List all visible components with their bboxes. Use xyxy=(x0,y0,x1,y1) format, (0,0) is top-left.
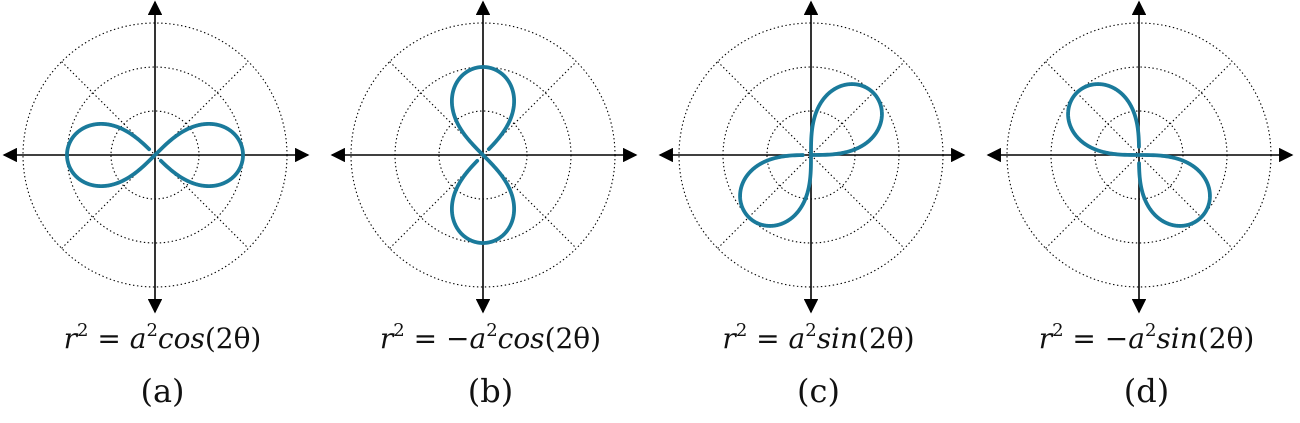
caption-c: (c) xyxy=(797,372,840,410)
polar-plot-b xyxy=(330,0,638,314)
polar-plot-c xyxy=(658,0,966,314)
polar-plot-d xyxy=(986,0,1294,314)
equation-a: r2 = a2cos(2θ) xyxy=(63,320,262,356)
panel-b: r2 = −a2cos(2θ) (b) xyxy=(328,0,653,423)
polar-plot-a xyxy=(2,0,310,314)
caption-a: (a) xyxy=(140,372,185,410)
caption-d: (d) xyxy=(1123,372,1170,410)
equation-b: r2 = −a2cos(2θ) xyxy=(379,320,602,356)
equation-c: r2 = a2sin(2θ) xyxy=(722,320,915,356)
lemniscate-curve xyxy=(65,121,245,189)
caption-b: (b) xyxy=(467,372,514,410)
panel-a: r2 = a2cos(2θ) (a) xyxy=(0,0,325,423)
lemniscate-curve xyxy=(1066,82,1212,228)
lemniscate-curve xyxy=(738,82,884,228)
equation-d: r2 = −a2sin(2θ) xyxy=(1038,320,1255,356)
panel-c: r2 = a2sin(2θ) (c) xyxy=(656,0,981,423)
panel-d: r2 = −a2sin(2θ) (d) xyxy=(984,0,1300,423)
lemniscate-curve xyxy=(449,65,517,245)
